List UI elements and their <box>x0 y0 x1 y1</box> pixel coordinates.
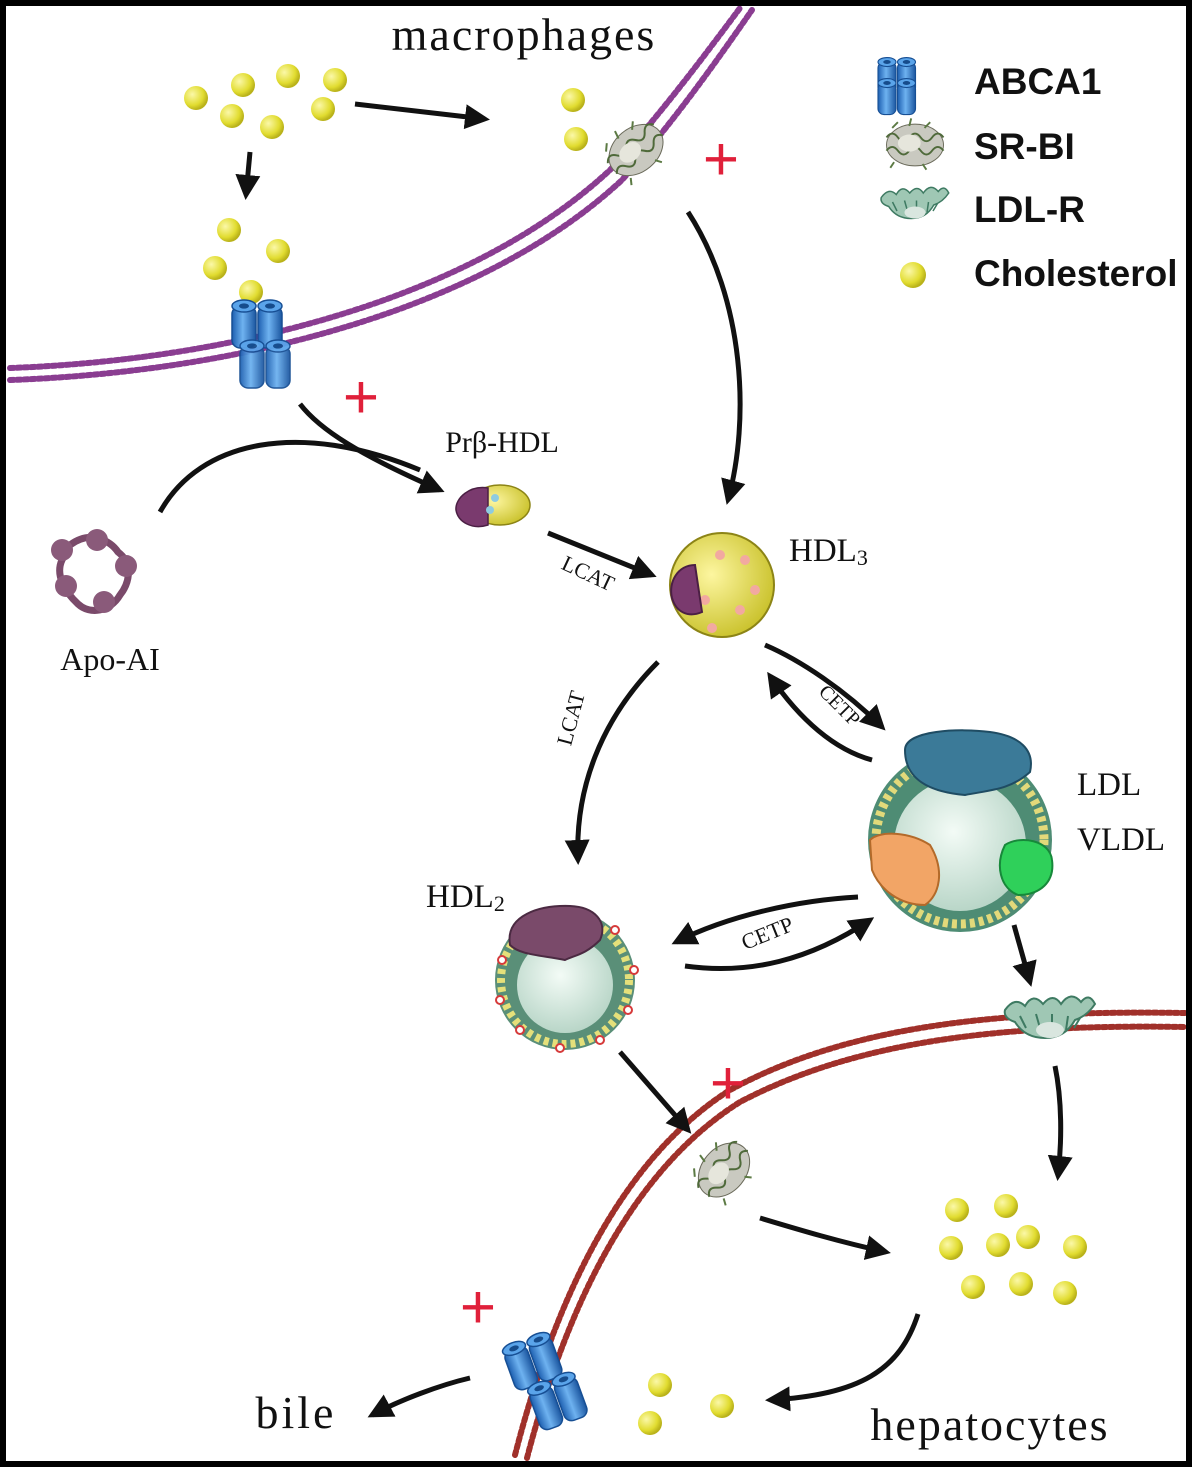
legend-label-ldl-r: LDL-R <box>974 189 1085 230</box>
cholesterol-icon <box>900 262 926 288</box>
macrophages-title: macrophages <box>392 9 657 60</box>
plus-signs: + + + + <box>343 125 746 1342</box>
vldl-label: VLDL <box>1077 822 1165 858</box>
arrow-ldl-to-hdl2 <box>671 894 859 945</box>
legend: ABCA1 SR-BI LDL-R Cholesterol <box>877 56 1178 294</box>
arrow-prebeta-to-hdl3 <box>547 530 657 580</box>
bile-label: bile <box>256 1387 337 1438</box>
plus-sign-abca1-macrophage: + <box>343 363 379 432</box>
legend-label-sr-bi: SR-BI <box>974 126 1075 167</box>
abca1-transporter-macrophage <box>231 299 291 389</box>
arrow-apoai-to-prebeta <box>157 439 421 514</box>
apo-ai-protein <box>51 529 137 614</box>
ldl-vldl-particle <box>868 729 1054 932</box>
pre-beta-hdl-label: Prβ-HDL <box>445 426 559 459</box>
arrow-ldl-to-ldlr <box>1011 924 1037 987</box>
sr-bi-icon <box>885 117 945 171</box>
srbi-receptor-macrophage <box>594 108 677 191</box>
cholesterol-near-bile <box>638 1373 734 1435</box>
arrow-hdl3-to-hdl2 <box>564 660 660 865</box>
plus-sign-abca1-hepatocyte: + <box>460 1273 496 1342</box>
ldl-label: LDL <box>1077 767 1141 803</box>
abca1-icon <box>877 56 917 116</box>
arrow-srbi-to-hdl3 <box>685 210 746 505</box>
arrow-macrophage-down <box>235 151 261 200</box>
macrophage-membrane <box>7 5 755 383</box>
pre-beta-hdl-particle <box>455 484 531 528</box>
ldl-r-icon <box>880 186 950 220</box>
legend-label-cholesterol: Cholesterol <box>974 253 1178 294</box>
legend-label-abca1: ABCA1 <box>974 61 1101 102</box>
arrow-hdl2-to-srbi <box>618 1050 692 1134</box>
arrow-cholesterol-to-abca1 <box>765 1313 921 1412</box>
arrow-hdl2-to-ldl <box>684 917 875 972</box>
cholesterol-near-srbi-top <box>561 88 588 151</box>
hdl3-particle <box>669 532 775 638</box>
lcat-label-2: LCAT <box>552 688 591 748</box>
arrow-srbi-to-cholesterol <box>759 1215 891 1260</box>
hdl2-particle <box>495 904 639 1053</box>
arrow-ldlr-to-cholesterol <box>1047 1065 1073 1181</box>
arrow-ldl-to-hdl3 <box>767 671 873 763</box>
cholesterol-cluster-macrophage <box>184 64 347 139</box>
srbi-receptor-hepatocyte <box>682 1128 765 1211</box>
cholesterol-cluster-hepatocyte <box>939 1194 1087 1305</box>
arrow-abca1-to-bile <box>367 1375 471 1418</box>
arrow-macrophage-to-srbi <box>354 101 490 130</box>
hepatocyte-membrane <box>512 1009 1188 1461</box>
plus-sign-srbi-macrophage: + <box>703 125 739 194</box>
plus-sign-srbi-hepatocyte: + <box>710 1049 746 1118</box>
cholesterol-near-abca1-top <box>203 218 290 304</box>
apo-ai-label: Apo-AI <box>60 641 160 677</box>
pathway-arrows <box>157 101 1073 1418</box>
hdl3-label: HDL3 <box>789 533 868 570</box>
arrow-hdl3-to-ldl <box>764 642 886 731</box>
arrow-abca1-to-prebeta <box>298 402 445 494</box>
hdl2-label: HDL2 <box>426 879 505 916</box>
hepatocytes-title: hepatocytes <box>870 1399 1109 1450</box>
abca1-transporter-hepatocyte <box>499 1329 590 1433</box>
